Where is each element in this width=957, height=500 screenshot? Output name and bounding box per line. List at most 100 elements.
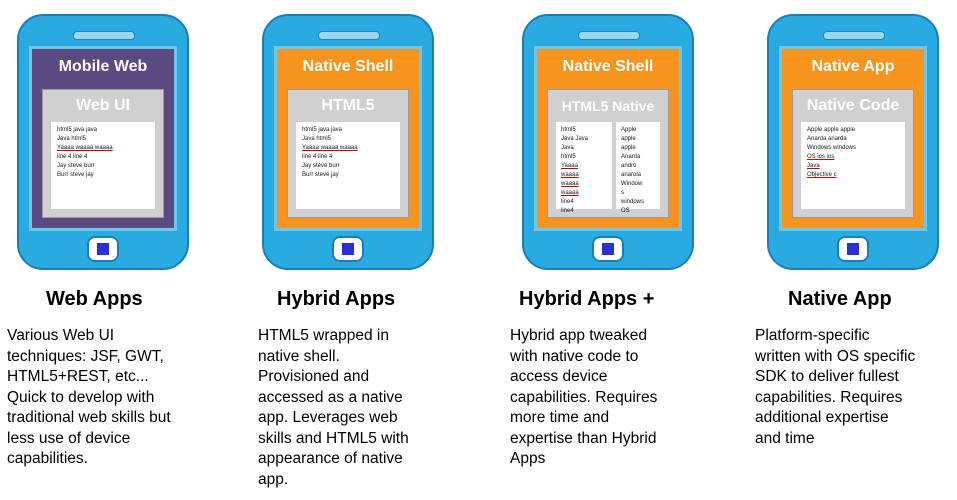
content-line: Java html5 [57, 136, 87, 142]
content-line: apple [621, 136, 636, 142]
content-line: andro [621, 163, 637, 169]
content-line: Window [621, 181, 643, 187]
home-button-icon [837, 236, 869, 262]
inner-panel: HTML5 html5 java java Java html5 Yaaaa w… [287, 89, 409, 218]
phone-illustration: Mobile Web Web UI html5 java java Java h… [17, 14, 189, 270]
column-heading: Hybrid Apps + [519, 288, 655, 310]
content-line: Yaaaa waaaa waaaa [302, 145, 358, 151]
shell-panel: Native Shell HTML5 html5 java java Java … [274, 46, 422, 231]
home-button-icon [87, 236, 119, 262]
home-square-icon [342, 243, 354, 255]
phone-illustration: Native Shell HTML5 Native html5 Java Jav… [522, 14, 694, 270]
description-line: capabilities. Requires [510, 388, 658, 406]
description-line: appearance of native [258, 450, 403, 467]
content-line: html5 [561, 127, 576, 133]
content-line: line 4 line 4 [302, 154, 333, 160]
inner-title: Web UI [76, 97, 130, 114]
content-line: Jay steve burr [57, 163, 95, 169]
inner-panel: Web UI html5 java java Java html5 Yaaaa … [42, 89, 164, 218]
description-line: capabilities. [7, 450, 88, 467]
description-line: less use of device [7, 429, 131, 447]
content-line: line4 [561, 199, 574, 205]
description-line: Hybrid app tweaked [510, 327, 647, 344]
content-line: waaaa [561, 190, 579, 196]
phone-speaker [823, 31, 885, 40]
description-line: more time and [510, 409, 610, 426]
column-description: HTML5 wrapped in native shell. Provision… [258, 326, 468, 490]
content-line: Anarda [621, 154, 641, 160]
content-line: Anarda anarda [807, 136, 847, 142]
content-lines: html5 java java Java html5 Yaaaa waaaa w… [296, 122, 400, 209]
home-button-icon [332, 236, 364, 262]
description-line: traditional web skills but [7, 409, 171, 426]
html5-content-pane: html5 Java Java Java html5 Yaaaa waaaa w… [556, 122, 612, 214]
description-line: techniques: JSF, GWT, [7, 347, 164, 365]
phone-speaker [318, 31, 380, 40]
description-line: HTML5+REST, etc... [7, 368, 149, 385]
home-square-icon [847, 243, 859, 255]
description-line: access device [510, 368, 608, 385]
home-square-icon [97, 243, 109, 255]
phone-speaker [73, 31, 135, 40]
description-line: Provisioned and [258, 368, 370, 385]
description-line: Apps [510, 450, 546, 467]
content-line: Java [561, 145, 574, 151]
content-line: html5 [561, 154, 576, 160]
description-line: written with OS specific [755, 347, 916, 365]
content-line: Apple apple apple [807, 127, 856, 133]
phone-illustration: Native Shell HTML5 html5 java java Java … [262, 14, 434, 270]
column-heading: Native App [788, 288, 892, 310]
shell-panel: Native Shell HTML5 Native html5 Java Jav… [534, 46, 682, 231]
phone-speaker [578, 31, 640, 40]
column-heading: Hybrid Apps [277, 288, 396, 310]
content-line: OS ios ios [807, 154, 835, 160]
phone-illustration: Native App Native Code Apple apple apple… [767, 14, 939, 270]
shell-title: Mobile Web [58, 58, 148, 75]
inner-title: HTML5 Native [561, 98, 655, 114]
home-button-icon [592, 236, 624, 262]
content-line: Windows windows [807, 145, 857, 151]
content-line: line 4 line 4 [57, 154, 88, 160]
content-line: OS [621, 208, 630, 214]
content-line: html5 java java [302, 127, 343, 133]
native-content-pane: Apple apple apple Anarda andro anarola W… [616, 122, 660, 214]
content-line: Java html5 [302, 136, 332, 142]
content-line: waaaa [561, 181, 579, 187]
native-app-column: Native App Native Code Apple apple apple… [750, 0, 957, 500]
description-line: and time [755, 429, 815, 447]
inner-panel: Native Code Apple apple apple Anarda ana… [792, 89, 914, 218]
content-lines: Apple apple apple Anarda anarda Windows … [801, 122, 905, 209]
inner-title: Native Code [806, 97, 900, 114]
hybrid-apps-column: Native Shell HTML5 html5 java java Java … [245, 0, 475, 500]
column-description: Platform-specific written with OS specif… [755, 326, 955, 449]
description-line: expertise than Hybrid [510, 429, 657, 447]
description-line: Various Web UI [7, 327, 115, 344]
content-line: waaaa [561, 172, 579, 178]
content-line: s [621, 190, 624, 196]
column-heading: Web Apps [46, 288, 143, 310]
description-line: skills and HTML5 with [258, 429, 409, 447]
description-line: Platform-specific [755, 327, 870, 344]
description-line: app. [258, 470, 289, 488]
description-line: additional expertise [755, 409, 889, 426]
description-line: HTML5 wrapped in [258, 327, 389, 344]
content-line: Burr steve jay [57, 172, 94, 178]
description-line: app. Leverages web [258, 409, 398, 426]
content-line: anarola [621, 172, 642, 178]
content-line: Apple [621, 127, 637, 133]
content-line: Yaaaa waaaa waaaa [57, 145, 113, 151]
content-line: Jay steve burr [302, 163, 340, 169]
content-line: windows [621, 199, 645, 205]
content-line: Java Java [561, 136, 589, 142]
content-line: html5 java java [57, 127, 98, 133]
content-lines: html5 Java Java Java html5 Yaaaa waaaa w… [556, 122, 660, 214]
inner-title: HTML5 [321, 97, 375, 114]
description-line: with native code to [510, 347, 639, 365]
shell-panel: Mobile Web Web UI html5 java java Java h… [29, 46, 177, 231]
content-line: apple [621, 145, 636, 151]
content-line: line4 [561, 208, 574, 214]
content-line: Burr steve jay [302, 172, 339, 178]
content-lines: html5 java java Java html5 Yaaaa waaaa w… [51, 122, 155, 209]
content-line: Java [807, 163, 820, 169]
column-description: Various Web UI techniques: JSF, GWT, HTM… [7, 326, 227, 470]
